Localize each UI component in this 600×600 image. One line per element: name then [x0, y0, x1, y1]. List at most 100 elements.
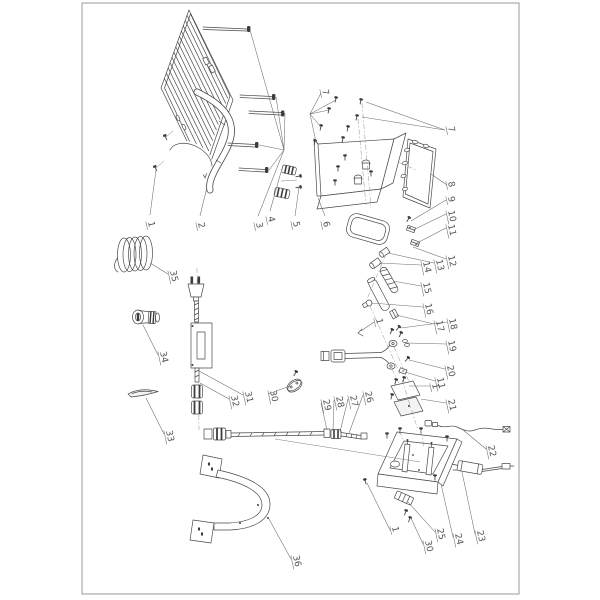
label-underline	[434, 528, 439, 543]
leader-line	[410, 199, 447, 222]
leader-line	[268, 149, 285, 171]
leader-line	[395, 314, 435, 325]
part-number: 25	[434, 528, 446, 541]
alignment-lines	[366, 253, 419, 431]
part-number: 3	[253, 222, 264, 230]
label-underline	[290, 555, 295, 570]
leader-line	[339, 398, 349, 433]
leader-line	[378, 262, 422, 266]
leader-line	[309, 113, 322, 128]
control-knob	[132, 309, 160, 325]
pilot-valve	[353, 159, 371, 185]
part-number: 13	[433, 259, 445, 272]
part-label-3: 3	[253, 222, 264, 231]
ladder-bracket	[394, 490, 414, 524]
label-underline	[422, 540, 427, 555]
label-underline	[445, 181, 448, 190]
label-underline	[228, 395, 233, 410]
part-label-13: 13	[433, 259, 445, 274]
gasket-ring	[346, 213, 390, 245]
label-underline	[446, 318, 451, 333]
part-number: 18	[446, 318, 458, 332]
part-number: 35	[167, 270, 179, 283]
label-underline	[445, 126, 448, 135]
part-number: 4	[265, 216, 276, 224]
barrel-nuts	[273, 164, 303, 199]
clip-parts	[404, 214, 420, 248]
leader-line	[309, 92, 337, 115]
leader-line	[420, 398, 447, 404]
part-number: 14	[420, 261, 432, 275]
label-underline	[373, 318, 376, 327]
label-underline	[347, 395, 352, 410]
barrel-connector-32	[191, 400, 203, 415]
leader-line	[400, 321, 448, 329]
leader-line	[348, 394, 364, 434]
elbow-fitting	[369, 257, 382, 270]
leader-line	[309, 113, 317, 143]
leader-line	[387, 252, 435, 264]
part-number: 1	[429, 383, 440, 391]
part-label-16: 16	[422, 303, 434, 318]
panel-screws-left	[152, 130, 174, 173]
part-number: 12	[445, 255, 457, 268]
leader-line	[440, 483, 454, 538]
part-label-19: 19	[445, 340, 457, 355]
part-label-1: 1	[373, 318, 384, 327]
label-underline	[290, 221, 293, 230]
leader-line	[283, 112, 286, 151]
leader-lines	[142, 29, 487, 560]
tube-nut	[323, 428, 331, 438]
power-plug	[187, 283, 205, 298]
leader-line	[267, 385, 291, 395]
part-number: 36	[290, 555, 302, 569]
hex-fitting	[389, 308, 399, 320]
leader-line	[269, 171, 282, 212]
part-label-32: 32	[228, 395, 240, 410]
part-number: 23	[474, 530, 486, 543]
part-label-29: 29	[320, 399, 332, 414]
power-adapter-assembly	[187, 267, 213, 431]
label-underline	[445, 255, 450, 270]
label-underline	[445, 224, 450, 239]
label-underline	[422, 303, 427, 318]
burner-plate	[397, 138, 437, 209]
leader-line	[317, 197, 326, 217]
burner-tray	[362, 426, 463, 495]
part-label-33: 33	[163, 430, 175, 445]
label-underline	[434, 377, 439, 392]
leader-line	[408, 359, 446, 370]
part-label-5: 5	[290, 221, 301, 230]
leader-line	[416, 227, 447, 244]
leader-line	[275, 96, 285, 151]
label-underline	[320, 221, 323, 230]
part-label-4: 4	[265, 216, 276, 225]
label-underline	[157, 351, 162, 366]
label-underline	[265, 216, 268, 225]
leader-line	[149, 262, 169, 275]
label-underline	[445, 210, 450, 225]
label-underline	[145, 221, 148, 230]
part-number: 15	[420, 282, 432, 295]
part-label-26: 26	[362, 391, 374, 406]
part-label-28: 28	[333, 396, 345, 411]
part-label-6: 6	[320, 221, 331, 230]
clip	[398, 367, 408, 375]
electrode-wire	[357, 328, 364, 337]
label-underline	[445, 399, 450, 414]
part-number: 9	[445, 196, 456, 204]
part-number: 11	[445, 224, 457, 237]
part-label-1: 1	[145, 221, 156, 230]
chassis-bracket	[313, 132, 407, 210]
leader-line	[370, 302, 424, 308]
leader-line	[145, 397, 165, 435]
part-label-31: 31	[242, 391, 254, 406]
part-number: 1	[145, 221, 156, 229]
label-underline	[319, 89, 322, 98]
part-number: 7	[319, 89, 330, 97]
chassis-screws	[311, 95, 372, 209]
elbow-fitting	[378, 246, 391, 258]
